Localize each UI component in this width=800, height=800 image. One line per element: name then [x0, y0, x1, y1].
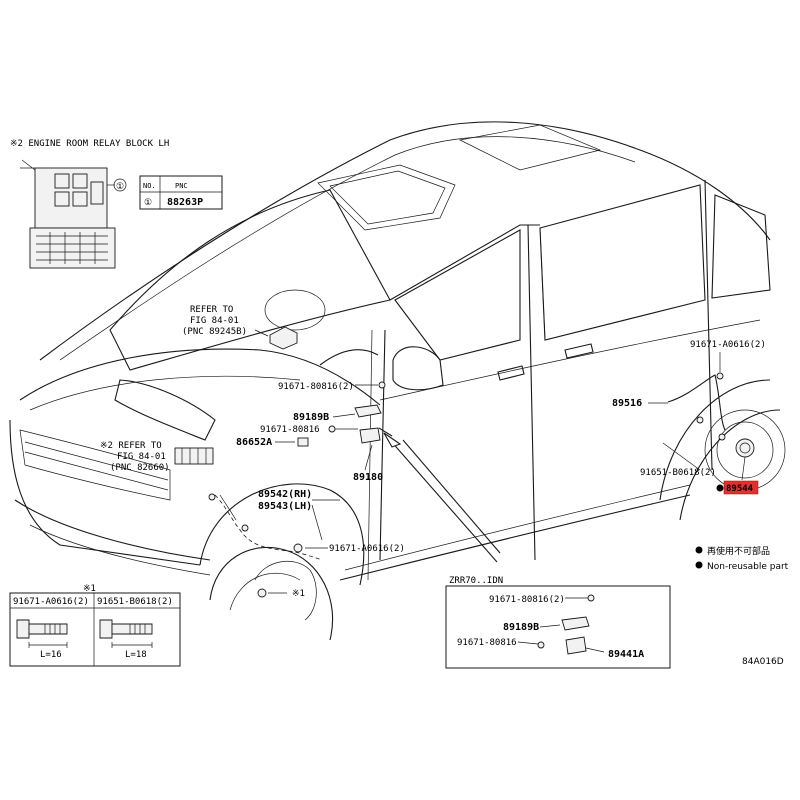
refer1-line3: (PNC 89245B)	[182, 327, 247, 337]
refer2-line1: ※2 REFER TO	[100, 441, 162, 451]
relay-table-header-no: NO.	[143, 182, 156, 190]
bolt2-length: L=18	[125, 650, 147, 660]
legend-line1: 再使用不可部品	[707, 545, 770, 557]
legend-line2: Non-reusable part	[707, 562, 789, 572]
refer1-line1: REFER TO	[190, 305, 233, 315]
callout-89544: 89544	[726, 484, 754, 494]
callout-91671-a0616-front: 91671-A0616(2)	[329, 544, 405, 554]
bolt-table-mark: ※1	[83, 584, 96, 594]
relay-table-row-no: ①	[144, 198, 152, 208]
center-part-callouts: 91671-80816(2) 89189B 91671-80816 86652A…	[208, 349, 501, 599]
legend: 再使用不可部品 Non-reusable part	[695, 545, 789, 572]
highlight-89544	[723, 480, 759, 495]
refer2-line3: (PNC 82660)	[110, 463, 170, 473]
bolt2-pn: 91651-B0618(2)	[97, 597, 173, 607]
callout-91671-a0616-rear: 91671-A0616(2)	[690, 340, 766, 350]
callout-89516: 89516	[612, 398, 642, 409]
callout-91671-80816: 91671-80816	[260, 425, 320, 435]
callout-mark-front-wheel: ※1	[292, 589, 305, 599]
inset-part-c: 91671-80816	[457, 638, 517, 648]
relay-table-row-pnc: 88263P	[167, 197, 203, 208]
rear-part-callouts: 91671-A0616(2) 89516 91651-B0618(2) 8954…	[612, 340, 766, 495]
callout-89543: 89543(LH)	[258, 501, 312, 512]
refer2-line2: FIG 84-01	[117, 452, 166, 462]
callout-86652a: 86652A	[236, 437, 272, 448]
bolt1-length: L=16	[40, 650, 62, 660]
bolt1-pn: 91671-A0616(2)	[13, 597, 89, 607]
callout-91651-b0618: 91651-B0618(2)	[640, 468, 716, 478]
drawing-code: 84A016D	[742, 657, 784, 667]
relay-marker: ①	[116, 182, 124, 192]
refer-block-2: ※2 REFER TO FIG 84-01 (PNC 82660)	[100, 441, 214, 473]
relay-block-title: ※2 ENGINE ROOM RELAY BLOCK LH	[10, 139, 169, 149]
relay-table-header-pnc: PNC	[175, 182, 188, 190]
relay-block-illustration: ※2 ENGINE ROOM RELAY BLOCK LH ①	[10, 139, 169, 269]
inset-part-d: 89441A	[608, 649, 644, 660]
van-body	[9, 121, 786, 641]
relay-pnc-table: NO. PNC ① 88263P	[139, 175, 223, 210]
callout-89542: 89542(RH)	[258, 489, 312, 500]
inset-title: ZRR70..IDN	[449, 576, 503, 586]
inset-part-b: 89189B	[503, 622, 539, 633]
callout-91671-80816-2: 91671-80816(2)	[278, 382, 354, 392]
refer-block-1: REFER TO FIG 84-01 (PNC 89245B)	[182, 289, 326, 350]
refer1-line2: FIG 84-01	[190, 316, 239, 326]
inset-part-a: 91671-80816(2)	[489, 595, 565, 605]
bolt-table: ※1 91671-A0616(2) 91651-B0618(2) L=16 L=…	[9, 584, 181, 667]
callout-89180: 89180	[353, 472, 383, 483]
inset-detail: ZRR70..IDN 91671-80816(2) 89189B 91671-8…	[445, 576, 671, 669]
callout-89189b: 89189B	[293, 412, 329, 423]
